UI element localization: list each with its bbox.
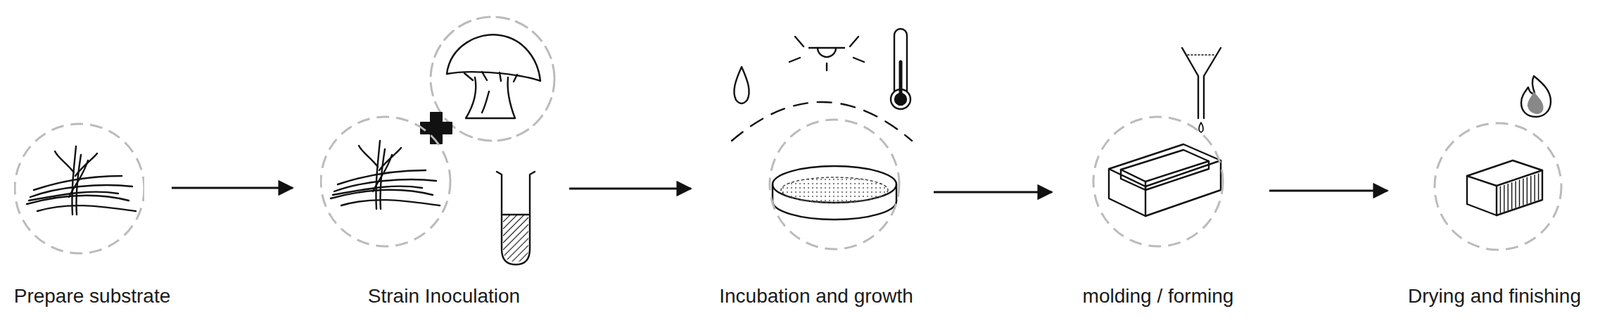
process-stage: molding / forming: [1079, 105, 1242, 317]
funnel-icon: [1182, 47, 1221, 133]
flame-icon: [1521, 75, 1551, 117]
process-stage: Strain Inoculation: [320, 105, 542, 317]
mold-box: [1108, 144, 1221, 217]
petri-dish: [772, 166, 897, 220]
brick-stripe: [1507, 184, 1509, 211]
process-stage: Prepare substrate: [14, 105, 145, 317]
brick-stripe: [1514, 181, 1516, 208]
stage-label: Strain Inoculation: [367, 284, 520, 309]
incubation-arc: [731, 102, 912, 141]
water-drop: [733, 66, 749, 104]
dashed-circle: [769, 119, 900, 250]
brick-icon: [1467, 160, 1543, 216]
stage-label: Incubation and growth: [719, 284, 914, 309]
process-stage: Incubation and growth: [718, 105, 907, 317]
light-icon: [789, 36, 865, 71]
dashed-circle: [1093, 116, 1223, 247]
flow-arrow: [569, 187, 691, 190]
brick-stripe: [1526, 177, 1528, 204]
plus-sign: [420, 112, 452, 144]
mushroom-icon: [446, 34, 541, 119]
brick-stripe: [1533, 175, 1535, 202]
flow-arrow: [171, 186, 293, 189]
brick-stripe: [1522, 178, 1524, 205]
dashed-circle: [14, 123, 145, 254]
brick-stripe: [1538, 173, 1539, 200]
brick-stripe: [1511, 182, 1513, 209]
brick-stripe: [1519, 180, 1520, 207]
flow-arrow: [933, 190, 1052, 193]
brick-stripe: [1500, 186, 1501, 213]
process-stage: Drying and finishing: [1414, 105, 1566, 317]
dashed-circle: [1434, 123, 1562, 250]
test-tube: [496, 171, 535, 265]
flow-arrow: [1269, 189, 1388, 192]
straw-sketch: [26, 146, 136, 215]
dashed-circle: [320, 116, 451, 247]
brick-stripe: [1503, 185, 1505, 212]
thermometer-icon: [890, 28, 911, 110]
brick-stripe: [1530, 176, 1532, 203]
stage-label: molding / forming: [1082, 284, 1235, 309]
stage-label: Drying and finishing: [1407, 284, 1582, 309]
straw-sketch: [330, 140, 440, 209]
stage-label: Prepare substrate: [14, 284, 171, 309]
